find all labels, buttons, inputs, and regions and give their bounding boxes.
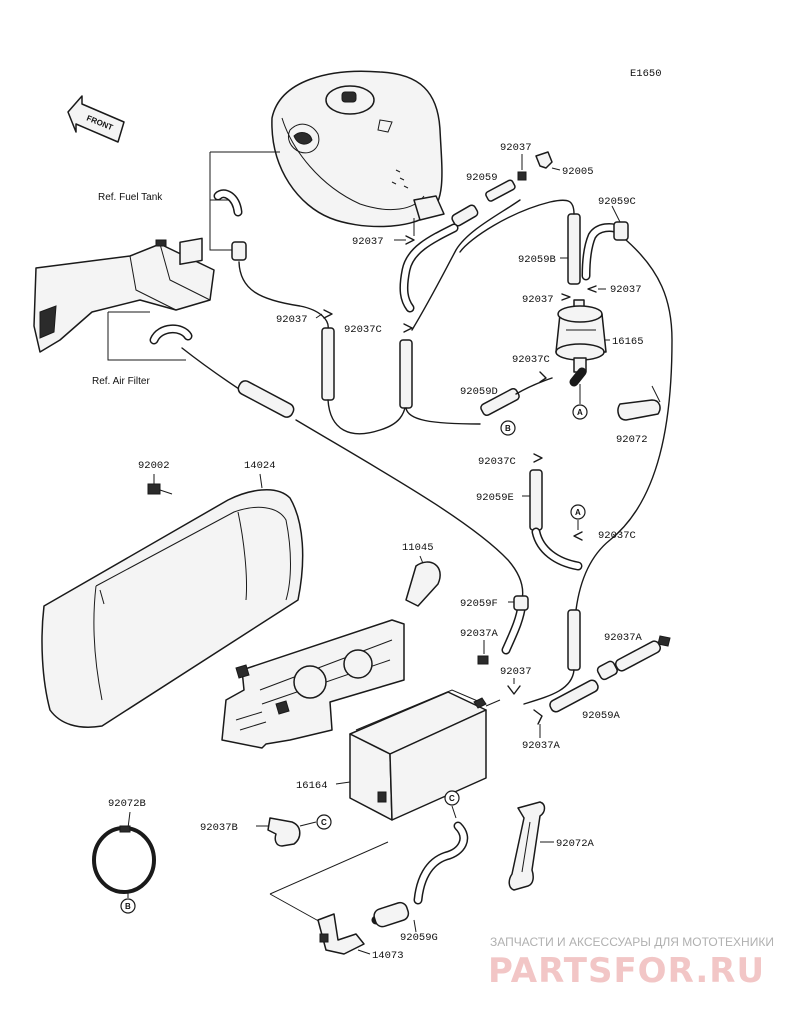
label-16165: 16165 [612,336,644,348]
hose-section-left [321,327,335,401]
connector-c-right: C [449,794,455,803]
connector-a-mid: A [575,508,581,517]
label-92037B: 92037B [200,822,238,834]
label-92037A-left: 92037A [460,628,499,640]
label-92037C-left: 92037C [344,324,382,336]
label-92002: 92002 [138,460,170,472]
label-92059D: 92059D [460,386,498,398]
watermark-tagline: ЗАПЧАСТИ И АКСЕССУАРЫ ДЛЯ МОТОТЕХНИКИ [490,935,774,949]
label-92059A: 92059A [582,710,621,722]
front-arrow-icon: FRONT [67,95,125,143]
label-92059-top: 92059 [466,172,498,184]
label-92037C-filter: 92037C [512,354,550,366]
connector-b-bottom: B [125,902,131,911]
hose-92059A [549,640,661,713]
part-92005 [535,151,553,169]
label-92059C: 92059C [598,196,636,208]
ring-clamp-92072B [92,826,156,894]
label-92072: 92072 [616,434,648,446]
label-14024: 14024 [244,460,276,472]
label-92037-mid-left: 92037 [522,294,554,306]
clamp-92037B [267,817,301,847]
label-14073: 14073 [372,950,404,962]
tank-fitting [231,241,247,261]
label-92059F: 92059F [460,598,498,610]
ref-air-filter-label: Ref. Air Filter [92,376,150,387]
elbow-14073 [317,913,365,955]
hose-section-right [399,339,413,409]
fuel-tank-drawing [271,70,445,228]
label-92037A-bottom: 92037A [522,740,561,752]
label-92037-top: 92037 [500,142,532,154]
hose-section [237,380,295,418]
connector-b-top: B [505,424,511,433]
connector-c-left: C [321,818,327,827]
air-filter-drawing [33,237,215,353]
connector-a-top: A [577,408,583,417]
hose-92059B [567,213,581,285]
label-92059G: 92059G [400,932,438,944]
label-92059B: 92059B [518,254,556,266]
label-92037-tank: 92037 [352,236,384,248]
label-92037A-right: 92037A [604,632,643,644]
fuel-filter-16165 [555,299,607,373]
fuel-tank-ref-line [209,151,280,251]
label-16164: 16164 [296,780,328,792]
label-92037C-mid: 92037C [478,456,516,468]
label-92059E: 92059E [476,492,514,504]
label-11045: 11045 [402,542,434,554]
label-92037-left: 92037 [276,314,308,326]
ref-fuel-tank-label: Ref. Fuel Tank [98,192,163,203]
canister-16164 [349,689,501,821]
air-filter-ref-line [107,311,186,361]
label-92072B: 92072B [108,798,146,810]
label-92037-mid-right: 92037 [610,284,642,296]
strap-92072A [508,801,546,891]
canister-bracket-11045 [221,561,441,749]
clamp-92072 [617,399,661,421]
label-92037-canister: 92037 [500,666,532,678]
side-cover-14024 [41,489,304,728]
label-92037C-right: 92037C [598,530,636,542]
label-92005: 92005 [562,166,594,178]
label-92072A: 92072A [556,838,595,850]
watermark-brand: PARTSFOR.RU [488,951,765,991]
diagram-code: E1650 [630,68,662,80]
